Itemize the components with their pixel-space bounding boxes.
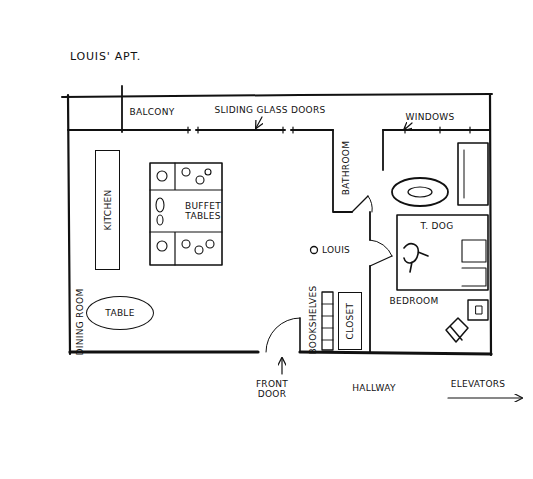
nightstand	[468, 300, 488, 320]
callout-label: WINDOWS	[405, 112, 454, 122]
node-label: TABLE	[105, 308, 134, 318]
window-marks	[405, 127, 470, 133]
node-label: KITCHEN	[103, 189, 113, 230]
dog-label: T. DOG	[421, 221, 454, 231]
door-leaf	[370, 256, 392, 266]
dog	[404, 244, 428, 272]
callout-label: FRONT DOOR	[248, 379, 296, 400]
pillows	[462, 240, 486, 286]
title: LOUIS' APT.	[70, 50, 141, 63]
direction-arrow	[448, 397, 522, 398]
room-label: BATHROOM	[341, 141, 351, 195]
door-swing	[266, 318, 300, 352]
sofa-cushion	[464, 150, 465, 198]
rug	[392, 178, 448, 206]
table-dividers	[150, 163, 222, 265]
bathroom-wall	[333, 130, 352, 212]
area-label: BALCONY	[129, 107, 174, 117]
kitchen-counter: KITCHEN	[95, 150, 120, 270]
chair	[446, 318, 468, 342]
person-label: LOUIS	[322, 245, 350, 255]
furniture-label: BOOKSHELVES	[308, 285, 318, 354]
room-label: BEDROOM	[389, 296, 438, 306]
windows	[383, 129, 490, 131]
bathroom-wall	[382, 130, 384, 170]
lamp	[476, 306, 482, 314]
balcony-divider	[121, 86, 123, 132]
callout-arrow	[404, 123, 412, 130]
door-leaf	[352, 196, 368, 212]
louis-marker	[311, 247, 318, 254]
callout-arrow	[256, 117, 262, 128]
bedroom-wall	[369, 212, 371, 352]
door-swing	[370, 240, 392, 256]
furniture-label: BUFFET TABLES	[185, 201, 221, 222]
wall	[70, 352, 491, 354]
wall	[68, 95, 70, 354]
callout-arrow	[281, 358, 282, 374]
wall	[490, 94, 491, 355]
door-leaf	[299, 318, 301, 352]
shelves	[322, 304, 333, 340]
direction-label: ELEVATORS	[451, 379, 506, 389]
callout-label: SLIDING GLASS DOORS	[215, 105, 326, 115]
node-label: CLOSET	[345, 303, 355, 340]
sofa	[458, 143, 488, 205]
room-label: DINING ROOM	[75, 288, 85, 355]
balcony-edge	[62, 94, 492, 97]
door-swing	[368, 196, 372, 212]
bed	[397, 215, 488, 290]
dining-table: TABLE	[86, 296, 154, 330]
area-label: HALLWAY	[352, 383, 396, 393]
bookshelves	[322, 292, 333, 350]
buffet-tables	[150, 163, 222, 265]
door-marks	[188, 127, 293, 133]
rug-pattern	[408, 187, 432, 197]
closet-box: CLOSET	[338, 292, 362, 350]
